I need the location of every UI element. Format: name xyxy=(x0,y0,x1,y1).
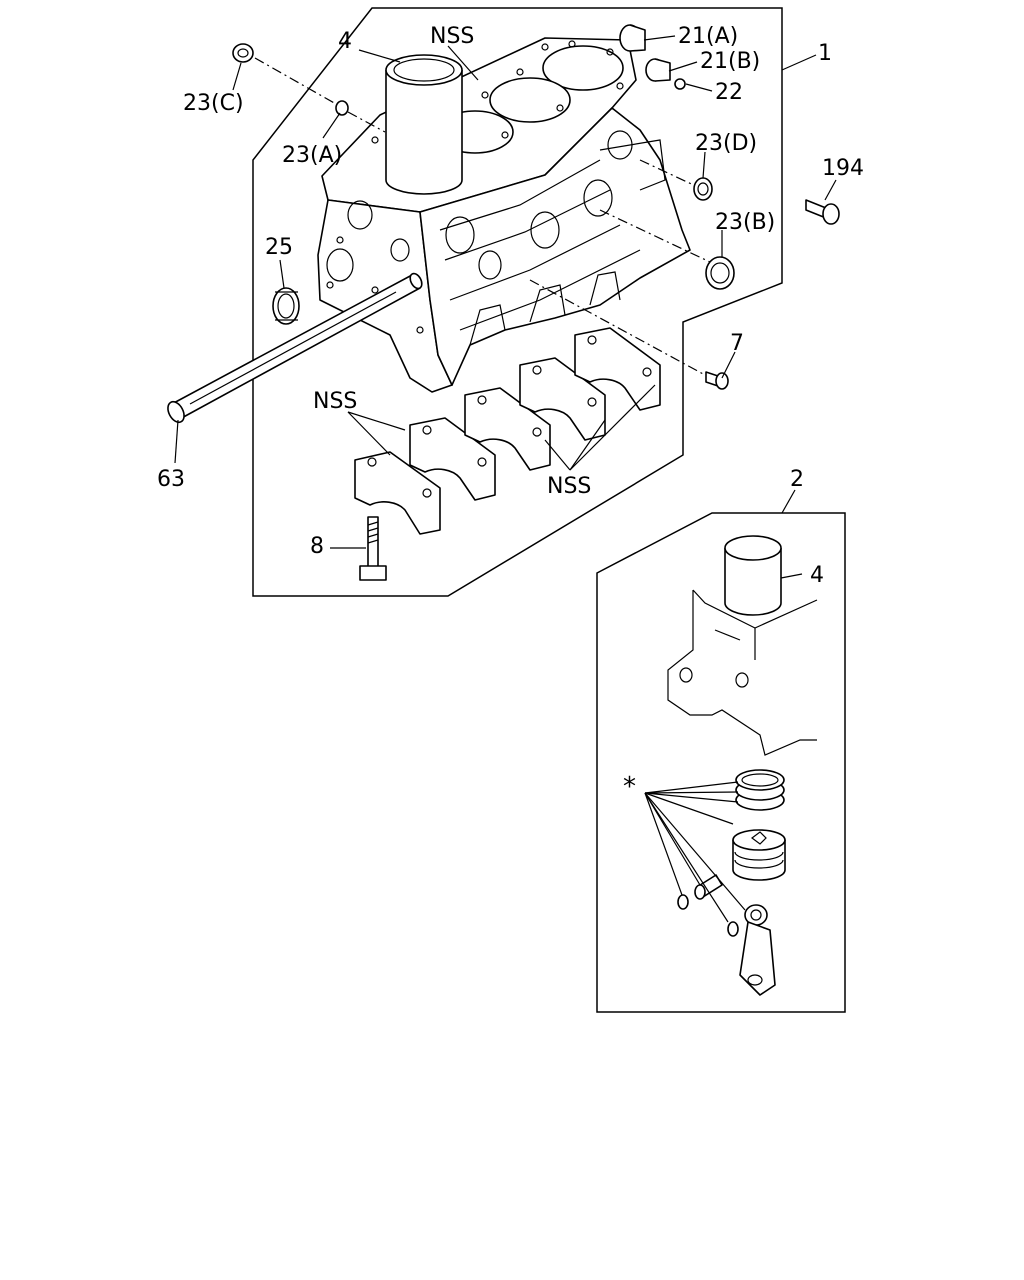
label-2: 2 xyxy=(790,467,804,492)
label-23b: 23(B) xyxy=(715,210,775,235)
group-2-frame xyxy=(596,512,846,1013)
seal-23d xyxy=(693,177,713,201)
snap-ring-2 xyxy=(727,921,739,937)
plug-23a xyxy=(335,100,349,116)
bearing-caps xyxy=(354,279,706,535)
piston xyxy=(732,829,786,881)
label-asterisk: * xyxy=(623,772,636,802)
label-21b: 21(B) xyxy=(700,49,760,74)
label-1: 1 xyxy=(818,41,832,66)
plug-21b xyxy=(645,58,671,82)
label-23c: 23(C) xyxy=(183,91,244,116)
leader-lines xyxy=(174,35,837,579)
plug-21a xyxy=(619,24,646,52)
bolt-7 xyxy=(705,371,729,390)
label-4-block: 4 xyxy=(338,29,352,54)
label-7: 7 xyxy=(730,331,744,356)
label-63: 63 xyxy=(157,467,185,492)
callout-labels: 1 2 4 4 7 8 21(A) 21(B) 22 23(A) 23(B) 2… xyxy=(157,24,864,802)
bolt-194 xyxy=(805,199,840,225)
label-nss-top: NSS xyxy=(430,24,474,49)
block-outline-ghost xyxy=(667,589,818,756)
cylinder-block xyxy=(317,37,711,393)
plug-22 xyxy=(674,78,686,90)
label-23d: 23(D) xyxy=(695,131,757,156)
asterisk-leaders xyxy=(644,781,746,923)
shaft-part-63 xyxy=(167,272,423,424)
label-194: 194 xyxy=(822,156,864,181)
seal-23c xyxy=(232,43,254,63)
label-8: 8 xyxy=(310,534,324,559)
piston-rings xyxy=(735,769,785,811)
cylinder-liner xyxy=(385,54,463,195)
label-22: 22 xyxy=(715,80,743,105)
label-25: 25 xyxy=(265,235,293,260)
bolt-8 xyxy=(359,516,387,581)
label-nss-left: NSS xyxy=(313,389,357,414)
seal-23b xyxy=(705,256,735,290)
label-4-set: 4 xyxy=(810,563,824,588)
group-1-frame xyxy=(252,7,783,597)
label-21a: 21(A) xyxy=(678,24,738,49)
label-23a: 23(A) xyxy=(282,143,342,168)
snap-ring-1 xyxy=(677,894,689,910)
cylinder-liner-2 xyxy=(724,535,782,616)
label-nss-right: NSS xyxy=(547,474,591,499)
bush-25 xyxy=(272,287,300,325)
connecting-rod xyxy=(739,904,776,996)
